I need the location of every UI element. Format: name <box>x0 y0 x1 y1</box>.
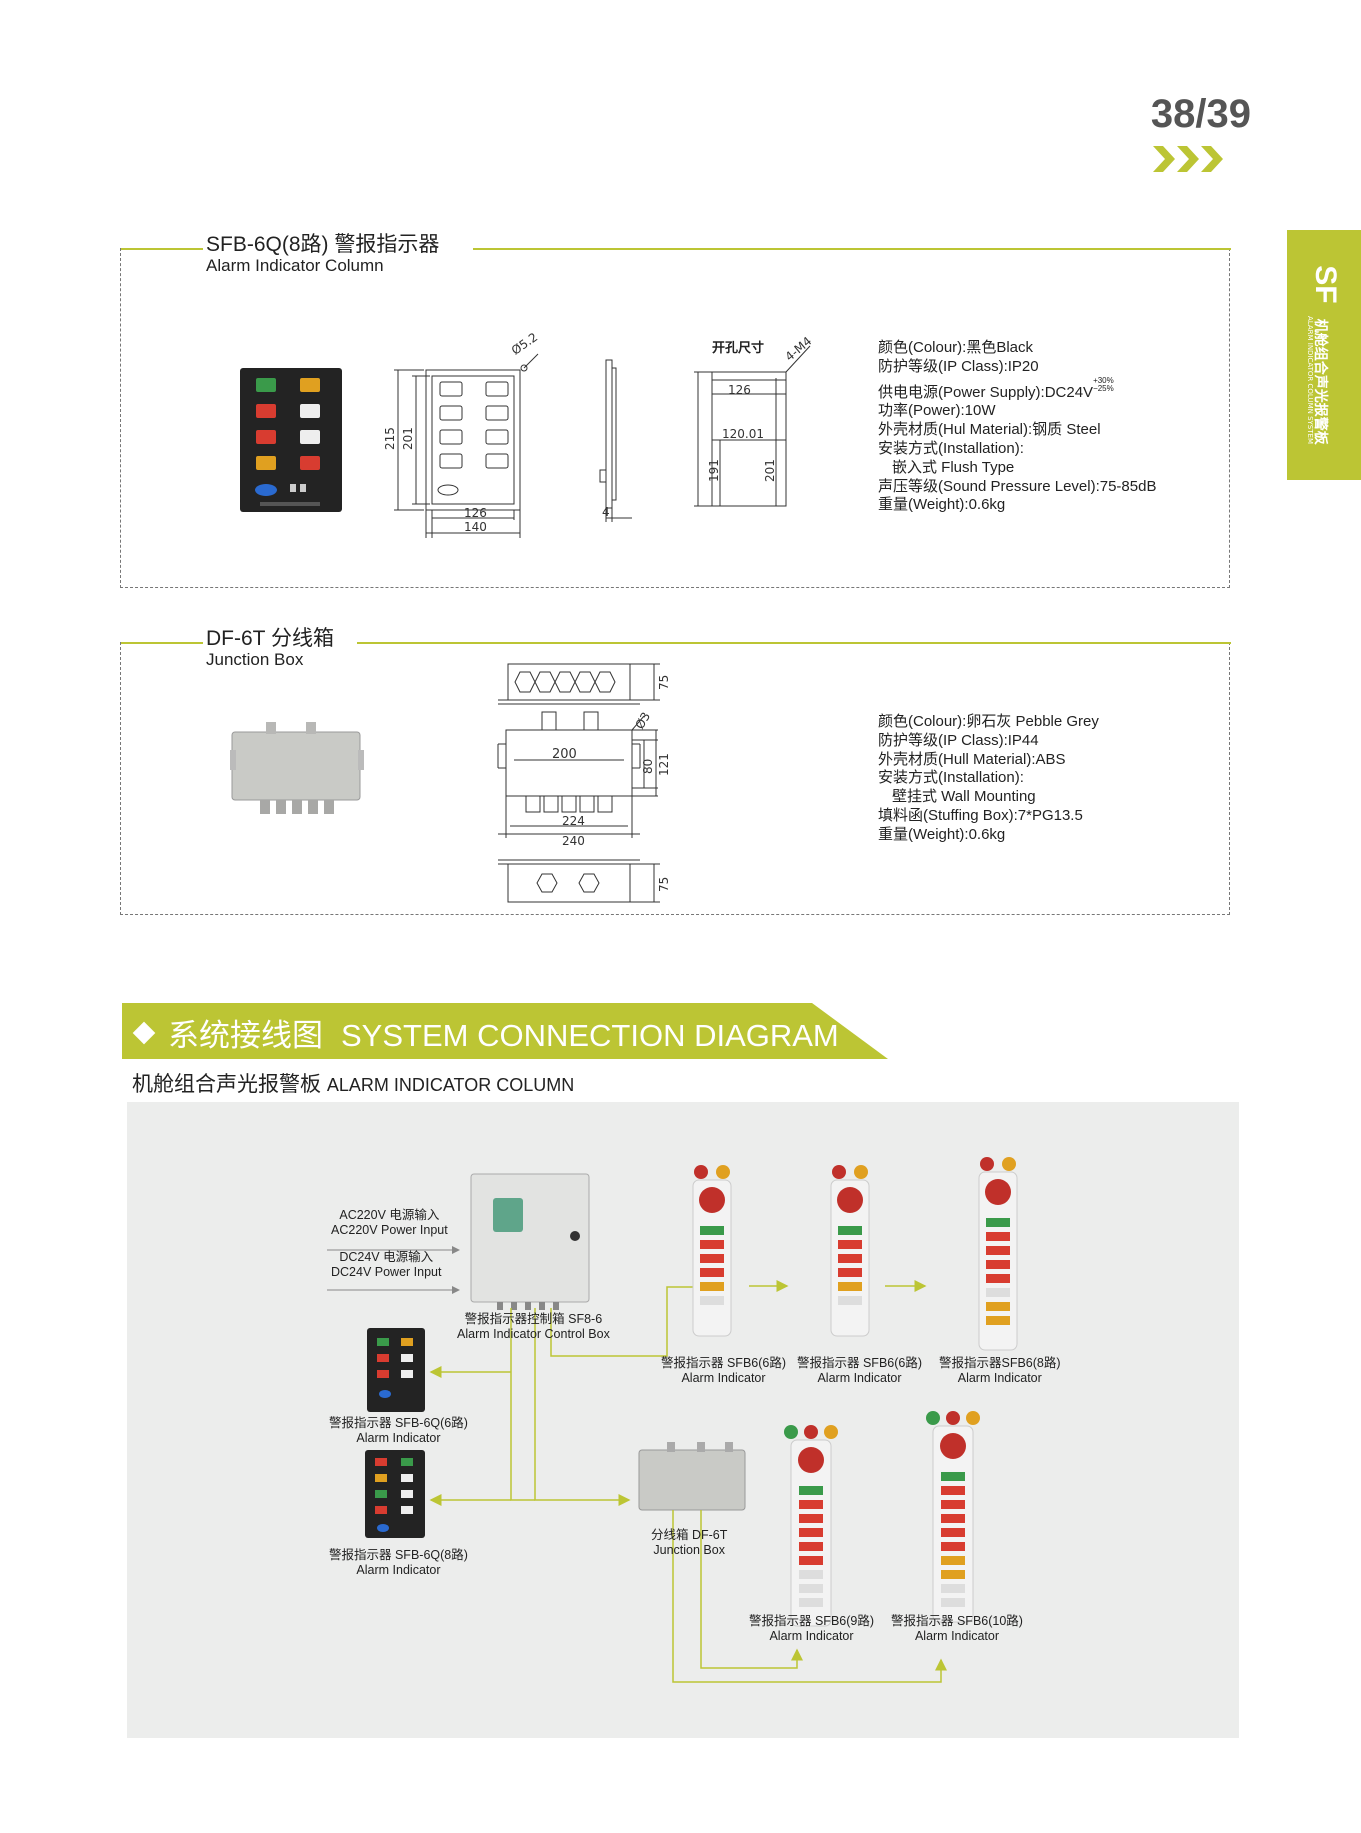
dim-bottom-75: 75 <box>657 877 671 892</box>
junction-box-device <box>638 1442 746 1511</box>
spec-sound: 声压等级(Sound Pressure Level):75-85dB <box>878 477 1157 495</box>
side-tab-title: 机舱组合声光报警板 <box>1312 318 1328 445</box>
spec-installation: 安装方式(Installation): <box>878 769 1024 787</box>
col4-label: 警报指示器 SFB6(9路)Alarm Indicator <box>749 1614 875 1643</box>
side-tab-code: SF <box>1309 265 1342 304</box>
indicator-panel-8 <box>365 1450 425 1538</box>
col1-label: 警报指示器 SFB6(6路)Alarm Indicator <box>661 1356 787 1385</box>
section-title-en: Junction Box <box>206 650 304 669</box>
spec-power-supply: 供电电源(Power Supply):DC24V+30%−25% <box>878 375 1114 401</box>
spec-stuffing: 填料函(Stuffing Box):7*PG13.5 <box>878 806 1083 824</box>
side-tab-subtitle: ALARM INDICATOR COLUMN SYSTEM <box>1306 315 1314 444</box>
spec-ip: 防护等级(IP Class):IP20 <box>878 357 1039 375</box>
diamond-icon <box>132 1021 156 1045</box>
cutout-label: 开孔尺寸 <box>712 340 765 355</box>
alarm-indicator-panel-photo <box>240 368 342 512</box>
alarm-column-3 <box>978 1157 1018 1351</box>
banner-title-cn: 系统接线图 <box>168 1018 323 1053</box>
dim-140: 140 <box>464 520 487 534</box>
col5-label: 警报指示器 SFB6(10路)Alarm Indicator <box>891 1614 1023 1643</box>
section-title-cn: DF-6T 分线箱 <box>206 627 334 650</box>
cutout-dimension-drawing: 126 120.01 191 201 4-M4 <box>694 334 814 507</box>
product-section-sfb6q <box>120 248 1231 588</box>
dim-201: 201 <box>401 427 415 450</box>
diagram-subtitle: 机舱组合声光报警板 ALARM INDICATOR COLUMN <box>132 1073 575 1096</box>
alarm-column-5 <box>926 1411 980 1623</box>
spec-ip: 防护等级(IP Class):IP44 <box>878 731 1039 749</box>
dim-top-75: 75 <box>657 675 671 690</box>
dim-200: 200 <box>552 747 577 762</box>
alarm-column-1 <box>692 1165 732 1337</box>
spec-material: 外壳材质(Hull Material):ABS <box>878 750 1066 768</box>
spec-installation-type: 嵌入式 Flush Type <box>892 458 1015 476</box>
dim-d3: Ø3 <box>632 710 653 732</box>
dim-cutout-126: 126 <box>728 383 751 397</box>
diagram-banner-title: 系统接线图 SYSTEM CONNECTION DIAGRAM <box>132 1010 839 1055</box>
col2-label: 警报指示器 SFB6(6路)Alarm Indicator <box>797 1356 923 1385</box>
dim-224: 224 <box>562 814 585 828</box>
spec-installation: 安装方式(Installation): <box>878 439 1024 457</box>
section-title-en: Alarm Indicator Column <box>206 256 384 275</box>
dim-4m4: 4-M4 <box>782 334 814 364</box>
dim-121: 121 <box>657 753 671 776</box>
dim-cutout-12001: 120.01 <box>722 427 764 441</box>
spec-material: 外壳材质(Hul Material):钢质 Steel <box>878 421 1101 439</box>
junction-box-dimension-drawing: 75 Ø3 200 80 121 224 240 75 <box>497 663 671 903</box>
dim-cutout-191: 191 <box>707 459 721 482</box>
control-box-device <box>470 1173 590 1310</box>
sfb6q6-label: 警报指示器 SFB-6Q(6路)Alarm Indicator <box>329 1416 468 1445</box>
spec-list-df6t: 颜色(Colour):卵石灰 Pebble Grey 防护等级(IP Class… <box>878 713 1099 845</box>
dim-215: 215 <box>383 427 397 450</box>
chevron-right-icon <box>1153 146 1223 172</box>
page-number: 38/39 <box>1150 92 1251 136</box>
dim-depth-4: 4 <box>602 505 610 519</box>
spec-weight: 重量(Weight):0.6kg <box>878 825 1006 843</box>
sfb6q8-label: 警报指示器 SFB-6Q(8路)Alarm Indicator <box>329 1548 468 1577</box>
spec-colour: 颜色(Colour):卵石灰 Pebble Grey <box>878 713 1099 730</box>
side-tab: SF 机舱组合声光报警板 ALARM INDICATOR COLUMN SYST… <box>1287 230 1361 480</box>
dim-cutout-201: 201 <box>763 459 777 482</box>
junction-box-photo <box>230 722 364 814</box>
spec-colour: 颜色(Colour):黑色Black <box>878 339 1034 356</box>
section-title-df6t: DF-6T 分线箱 Junction Box <box>206 622 334 670</box>
diagram-banner <box>122 1003 888 1059</box>
dim-80: 80 <box>641 759 655 774</box>
spec-power: 功率(Power):10W <box>878 402 996 420</box>
side-dimension-drawing: 4 <box>599 359 632 522</box>
alarm-column-4 <box>784 1425 838 1627</box>
section-title-sfb6q: SFB-6Q(8路) 警报指示器 Alarm Indicator Column <box>206 228 439 276</box>
indicator-panel-6 <box>367 1328 425 1412</box>
section-title-cn: SFB-6Q(8路) 警报指示器 <box>206 233 440 256</box>
spec-list-sfb6q: 颜色(Colour):黑色Black 防护等级(IP Class):IP20 供… <box>878 339 1156 515</box>
spec-weight: 重量(Weight):0.6kg <box>878 496 1006 514</box>
spec-installation-type: 壁挂式 Wall Mounting <box>892 788 1036 806</box>
front-dimension-drawing: Ø5.2 215 201 126 140 <box>383 330 540 538</box>
banner-title-en: SYSTEM CONNECTION DIAGRAM <box>341 1018 839 1053</box>
col3-label: 警报指示器SFB6(8路)Alarm Indicator <box>939 1356 1061 1385</box>
product-section-df6t <box>120 642 1231 915</box>
alarm-column-2 <box>830 1165 870 1337</box>
dim-240: 240 <box>562 834 585 848</box>
dim-126: 126 <box>464 506 487 520</box>
